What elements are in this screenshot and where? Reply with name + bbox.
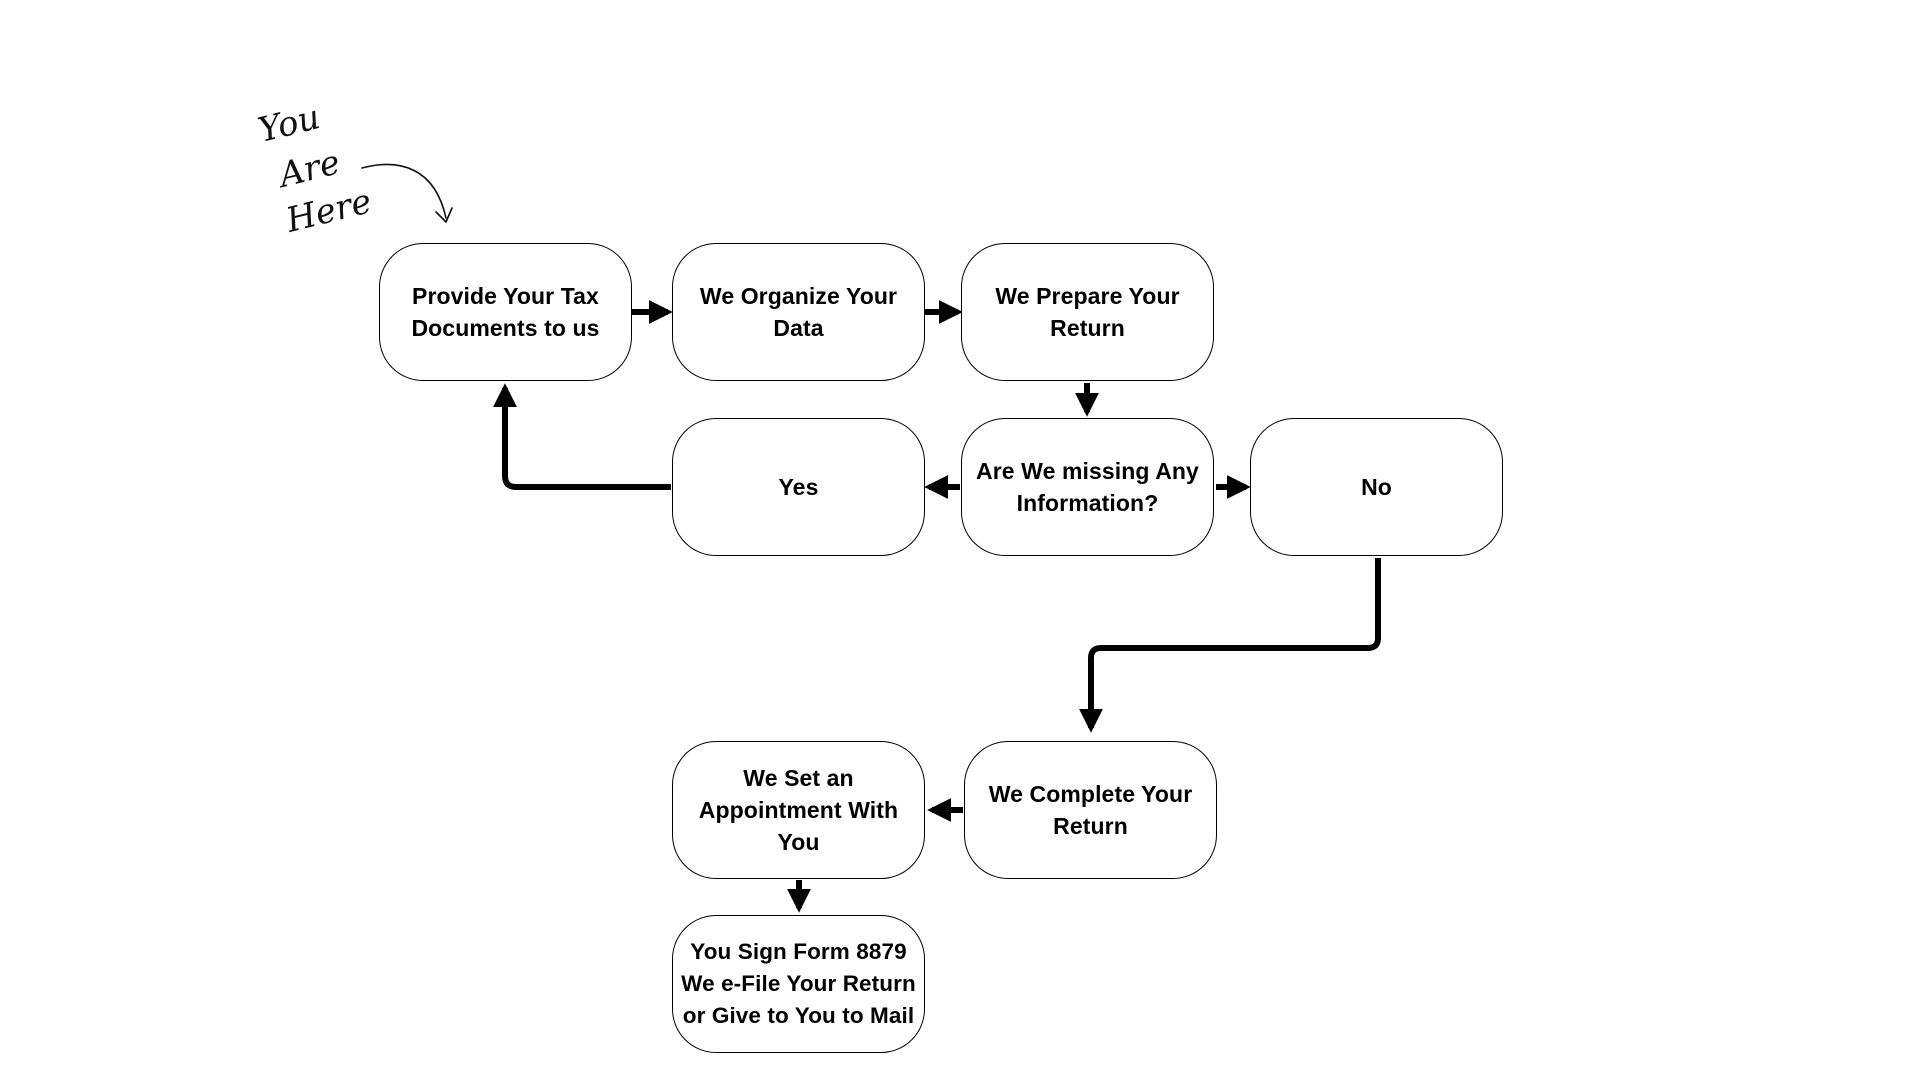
node-provide-documents[interactable]: Provide Your Tax Documents to us bbox=[379, 243, 632, 381]
node-no-label: No bbox=[1361, 474, 1392, 500]
node-organize-data-label: We Organize Your Data bbox=[699, 283, 898, 341]
node-prepare-return[interactable]: We Prepare Your Return bbox=[961, 243, 1214, 381]
node-yes-label: Yes bbox=[778, 474, 819, 500]
you-are-here-arrow bbox=[361, 163, 447, 219]
node-provide-documents-label: Provide Your Tax Documents to us bbox=[411, 283, 600, 341]
node-set-appointment[interactable]: We Set an Appointment With You bbox=[672, 741, 925, 879]
node-sign-form-label: You Sign Form 8879 We e-File Your Return… bbox=[681, 939, 916, 1028]
you-are-here-arrowhead bbox=[435, 207, 453, 223]
node-sign-form[interactable]: You Sign Form 8879 We e-File Your Return… bbox=[672, 915, 925, 1053]
node-organize-data[interactable]: We Organize Your Data bbox=[672, 243, 925, 381]
node-prepare-return-label: We Prepare Your Return bbox=[995, 283, 1180, 341]
arrow-yes-to-provide bbox=[493, 383, 671, 490]
node-yes[interactable]: Yes bbox=[672, 418, 925, 556]
node-no[interactable]: No bbox=[1250, 418, 1503, 556]
arrow-no-to-complete bbox=[1079, 558, 1381, 733]
node-set-appointment-label: We Set an Appointment With You bbox=[698, 765, 899, 855]
node-missing-information-label: Are We missing Any Information? bbox=[976, 458, 1199, 516]
node-complete-return[interactable]: We Complete Your Return bbox=[964, 741, 1217, 879]
node-complete-return-label: We Complete Your Return bbox=[988, 781, 1193, 839]
node-missing-information[interactable]: Are We missing Any Information? bbox=[961, 418, 1214, 556]
